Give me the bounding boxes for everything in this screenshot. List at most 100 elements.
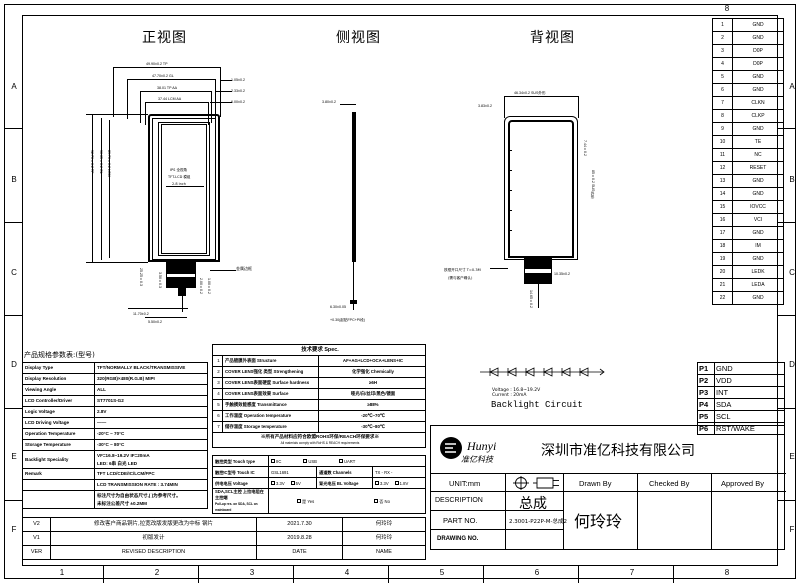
back-dim-bottom-1: 10.35±0.2 — [554, 272, 570, 276]
pin-number: 19 — [712, 252, 733, 266]
spec-table-heading: 产品规格参数表:(型号) — [24, 351, 95, 359]
checkbox[interactable] — [394, 481, 399, 486]
revision-version: V1 — [22, 531, 51, 546]
dim-line — [215, 79, 216, 119]
back-view-outline — [508, 120, 574, 258]
touch-type-option[interactable]: UART — [338, 459, 355, 464]
checkbox[interactable] — [297, 499, 301, 504]
zone-tick — [483, 566, 484, 583]
front-view-glass-outline — [152, 118, 216, 260]
checkbox[interactable] — [374, 499, 379, 504]
bl-voltage-option[interactable]: 3.3V — [375, 481, 389, 486]
revision-description: REVISED DESCRIPTION — [50, 545, 257, 560]
back-view-note-1: 铁框开口尺寸 T=0.3M — [444, 268, 481, 272]
pin-number: 18 — [712, 239, 733, 253]
pin-number: 22 — [712, 291, 733, 305]
checkbox[interactable] — [338, 459, 343, 464]
back-view-title: 背视图 — [530, 30, 575, 46]
spec-key: Operation Temperature — [22, 428, 95, 440]
projection-symbol-cell — [506, 474, 564, 492]
spec-value: 2.8V — [94, 406, 208, 418]
side-dim-thickness: 3.80±0.2 — [322, 100, 336, 104]
revision-date: DATE — [256, 545, 343, 560]
front-dim-bottom-2: 5.50±0.2 — [148, 320, 162, 324]
dim-line — [216, 91, 232, 92]
voltage-option[interactable]: 3.3V — [271, 481, 285, 486]
pullup-option[interactable]: 否 No — [374, 499, 390, 504]
pin-name: TE — [732, 135, 784, 149]
supply-voltage-label: 供电电压 Voltage — [212, 477, 269, 489]
spec-key: Storage Temperature — [22, 439, 95, 451]
spec-key: Viewing Angle — [22, 384, 95, 396]
dim-line — [86, 114, 148, 115]
touch-type-label: 触控类型 Touch type — [212, 455, 269, 467]
zone-label-e-right: E — [789, 452, 795, 461]
checkbox[interactable] — [303, 459, 308, 464]
pin-name: VCI — [732, 213, 784, 227]
zone-tick — [778, 222, 796, 223]
zone-label-c-left: C — [11, 268, 17, 277]
front-dim-bottom-6: 1.00±0.2 — [207, 278, 211, 294]
touch-type-option[interactable]: USB — [303, 459, 317, 464]
side-view-body — [352, 112, 356, 262]
zone-tick — [578, 566, 579, 583]
zone-label-f-left: F — [11, 525, 17, 534]
back-view-fpc-tail-2 — [524, 274, 552, 284]
dim-line — [145, 102, 209, 103]
zone-label-a-left: A — [11, 82, 17, 91]
dim-line — [208, 102, 209, 125]
checkbox[interactable] — [271, 459, 275, 464]
pin-number: 13 — [712, 174, 733, 188]
spec-value: ALL — [94, 384, 208, 396]
tech-item: 手触摸效能感度 Transmittance — [222, 399, 319, 411]
drawn-by-header-cell — [564, 474, 638, 492]
zone-label-8-top: 8 — [724, 4, 730, 13]
voltage-option[interactable]: 5V — [290, 481, 301, 486]
tech-value: -30℃~80℃ — [318, 421, 426, 433]
dim-line — [127, 79, 215, 80]
spec-table-row: LCD Driving Voltage—— — [22, 417, 208, 429]
dim-line — [340, 104, 356, 105]
pin-number: 2 — [712, 31, 733, 45]
checkbox[interactable] — [271, 481, 275, 486]
bl-voltage-option[interactable]: 1.8V — [394, 481, 408, 486]
touch-pin-name: GND — [714, 362, 785, 375]
zone-label-8-bottom: 8 — [724, 568, 730, 577]
back-view-fpc-lead — [538, 284, 539, 308]
callout-leader-line — [490, 268, 508, 269]
pullup-option[interactable]: 是 Yes — [297, 499, 314, 504]
zone-label-6-bottom: 6 — [534, 568, 540, 577]
company-logo-en: Hunyi — [467, 439, 497, 453]
tech-item: COVER LENS表面硬度 Surface hardness — [222, 377, 319, 389]
checkbox[interactable] — [375, 481, 379, 486]
side-view-fpc-pad — [350, 300, 357, 304]
dim-line — [109, 120, 110, 258]
front-dim-bottom-5: 2.00±0.2 — [199, 278, 203, 294]
zone-tick — [293, 566, 294, 583]
front-view-fpc-mid — [166, 273, 196, 278]
pin-name: NC — [732, 148, 784, 162]
back-view-edge-tick — [508, 170, 512, 171]
backlight-led-chain-icon — [480, 367, 605, 377]
tech-value: ≥88% — [318, 399, 426, 411]
back-view-edge-tick — [508, 210, 512, 211]
description-label-cell — [431, 492, 506, 511]
checkbox[interactable] — [290, 481, 295, 486]
touch-type-option[interactable]: IIC — [271, 459, 281, 464]
